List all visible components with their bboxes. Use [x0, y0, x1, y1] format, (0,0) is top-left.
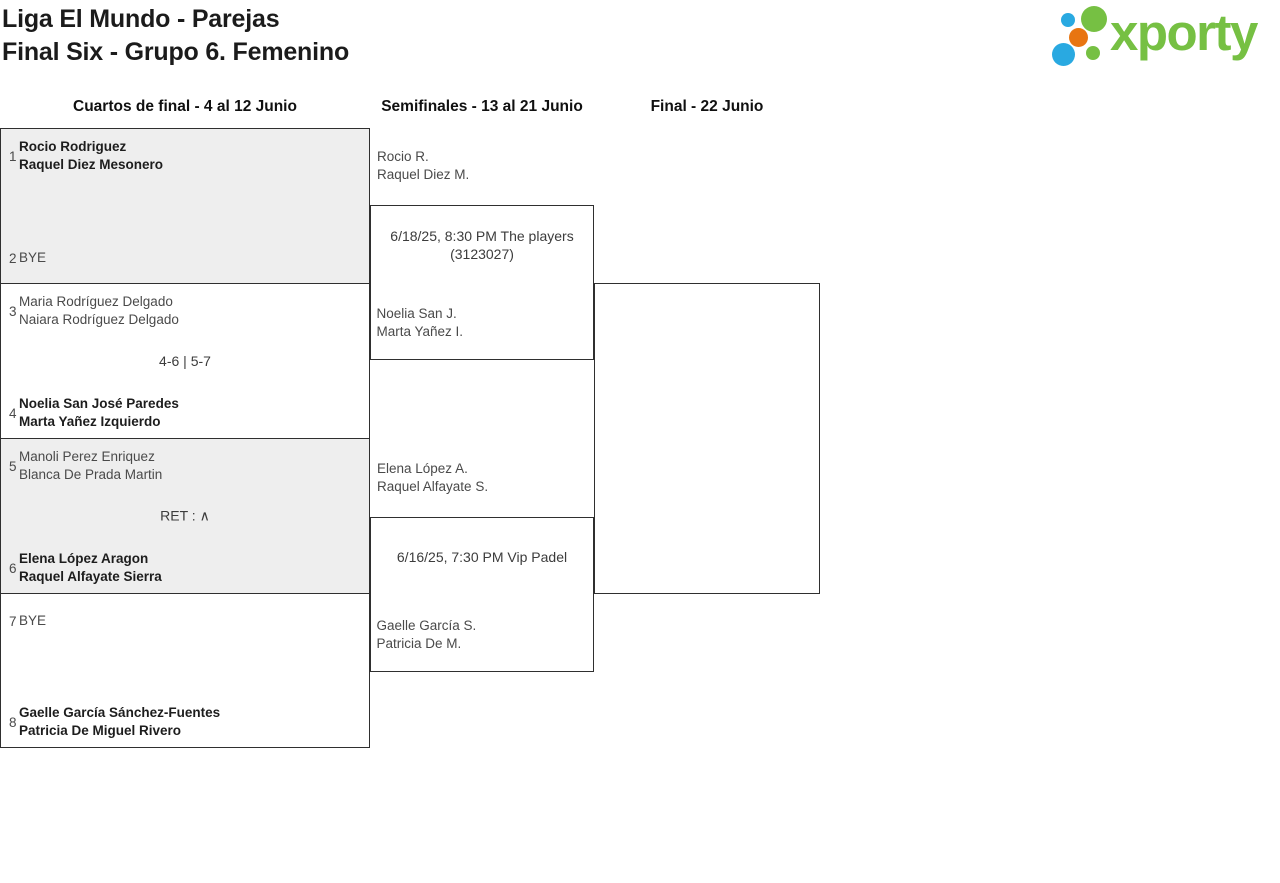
team-names: Noelia San José Paredes Marta Yañez Izqu…	[19, 396, 179, 429]
team-row: 6 Elena López Aragon Raquel Alfayate Sie…	[1, 550, 369, 586]
match-semifinal-1[interactable]: 6/18/25, 8:30 PM The players (3123027) N…	[370, 205, 594, 360]
team-row: 8 Gaelle García Sánchez-Fuentes Patricia…	[1, 704, 369, 740]
semifinal-1-team-bottom: Noelia San J. Marta Yañez I.	[376, 305, 464, 339]
seed-number: 3	[9, 303, 17, 319]
logo-dot-icon	[1081, 6, 1107, 32]
logo-dot-icon	[1086, 46, 1100, 60]
team-names: BYE	[19, 613, 47, 628]
match-quarterfinal-1[interactable]: 1 Rocio Rodriguez Raquel Diez Mesonero 2…	[0, 128, 370, 283]
match-schedule: 6/16/25, 7:30 PM Vip Padel	[396, 548, 568, 565]
match-quarterfinal-3[interactable]: 5 Manoli Perez Enriquez Blanca De Prada …	[0, 438, 370, 593]
seed-number: 4	[9, 405, 17, 421]
match-schedule: 6/18/25, 8:30 PM The players (3123027)	[390, 227, 574, 262]
team-names: BYE	[19, 250, 47, 265]
match-score: 4-6 | 5-7	[159, 353, 211, 369]
seed-number: 6	[9, 560, 17, 576]
seed-number: 5	[9, 458, 17, 474]
team-names: Elena López Aragon Raquel Alfayate Sierr…	[19, 551, 162, 584]
team-row: 1 Rocio Rodriguez Raquel Diez Mesonero	[1, 138, 369, 174]
match-score: RET : ∧	[160, 507, 210, 524]
logo-wordmark: xporty	[1110, 4, 1258, 61]
team-row: 7 BYE	[1, 603, 369, 639]
match-final[interactable]	[594, 283, 820, 594]
semifinal-2-team-bottom: Gaelle García S. Patricia De M.	[376, 617, 477, 651]
seed-number: 2	[9, 250, 17, 266]
semifinal-2-team-top: Elena López A. Raquel Alfayate S.	[377, 461, 489, 494]
team-names: Rocio Rodriguez Raquel Diez Mesonero	[19, 139, 164, 172]
match-semifinal-2[interactable]: 6/16/25, 7:30 PM Vip Padel Gaelle García…	[370, 517, 594, 672]
match-quarterfinal-4[interactable]: 7 BYE 8 Gaelle García Sánchez-Fuentes Pa…	[0, 593, 370, 748]
round-header-quarterfinals: Cuartos de final - 4 al 12 Junio	[73, 98, 297, 115]
round-header-semifinals: Semifinales - 13 al 21 Junio	[381, 98, 583, 115]
logo-dot-icon	[1061, 13, 1075, 27]
tournament-title: Liga El Mundo - Parejas	[2, 5, 280, 33]
team-names: Gaelle García Sánchez-Fuentes Patricia D…	[19, 705, 221, 738]
tournament-subtitle: Final Six - Grupo 6. Femenino	[2, 38, 350, 66]
team-names: Maria Rodríguez Delgado Naiara Rodríguez…	[19, 294, 179, 327]
seed-number: 1	[9, 148, 17, 164]
team-row: 4 Noelia San José Paredes Marta Yañez Iz…	[1, 395, 369, 431]
logo-dot-icon	[1069, 28, 1088, 47]
match-quarterfinal-2[interactable]: 3 Maria Rodríguez Delgado Naiara Rodrígu…	[0, 283, 370, 438]
seed-number: 7	[9, 613, 17, 629]
round-header-final: Final - 22 Junio	[650, 98, 764, 115]
team-row: 3 Maria Rodríguez Delgado Naiara Rodrígu…	[1, 293, 369, 329]
team-names: Manoli Perez Enriquez Blanca De Prada Ma…	[19, 449, 163, 482]
seed-number: 8	[9, 714, 17, 730]
xporty-logo[interactable]: xporty	[1048, 4, 1280, 70]
semifinal-1-team-top: Rocio R. Raquel Diez M.	[377, 149, 470, 182]
team-row: 2 BYE	[1, 240, 369, 276]
logo-dot-icon	[1052, 43, 1075, 66]
page-title: Liga El Mundo - Parejas Final Six - Grup…	[2, 3, 349, 69]
team-row: 5 Manoli Perez Enriquez Blanca De Prada …	[1, 448, 369, 484]
